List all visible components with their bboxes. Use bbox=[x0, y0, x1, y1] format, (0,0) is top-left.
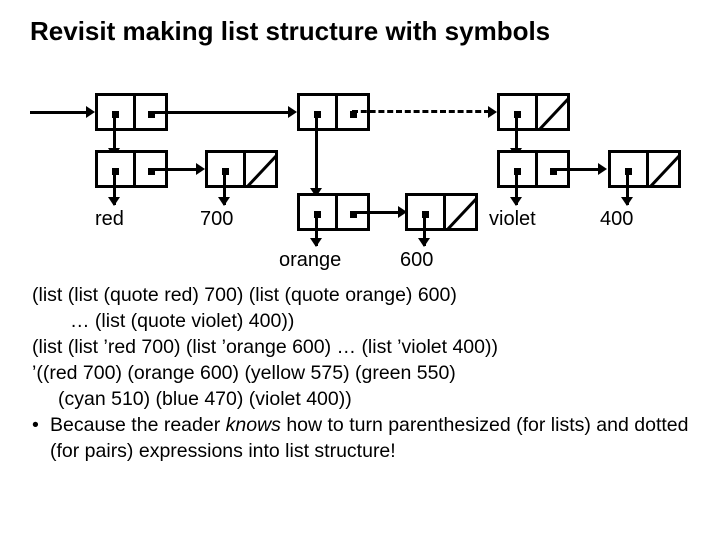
orange-label-arrowhead bbox=[310, 238, 322, 247]
n600-label-line bbox=[423, 212, 426, 246]
cdr-pointer-dot bbox=[350, 211, 357, 218]
cdr-pointer-dot bbox=[148, 168, 155, 175]
bullet-text: Because the reader knows how to turn par… bbox=[50, 412, 700, 464]
cons-cell-400-nil bbox=[608, 150, 681, 188]
cell-a-cdr-arrowhead bbox=[288, 106, 297, 118]
ellipsis-arrowhead bbox=[488, 106, 497, 118]
nil-slash-icon bbox=[446, 197, 478, 231]
box-and-pointer-diagram: red 700 orange 600 violet 400 bbox=[30, 93, 681, 271]
entry-arrow-line bbox=[30, 111, 88, 114]
n700-label-line bbox=[223, 169, 226, 205]
nil-slash-icon bbox=[246, 154, 278, 188]
cons-cell-orange-pair bbox=[297, 193, 370, 231]
cdr-pointer-dot bbox=[350, 111, 357, 118]
cell-c-car-line bbox=[515, 112, 518, 156]
cell-a-car-line bbox=[113, 112, 116, 156]
bullet-text-part1: Because the reader bbox=[50, 414, 226, 436]
ellipsis-dashed-connector bbox=[352, 110, 490, 113]
red-pair-cdr-arrowhead bbox=[196, 163, 205, 175]
bullet-text-part2: how to turn parenthesized (for lists) an… bbox=[50, 414, 689, 462]
cell-divider bbox=[535, 153, 538, 185]
red-label-arrowhead bbox=[108, 197, 120, 206]
violet-pair-cdr-arrowhead bbox=[598, 163, 607, 175]
cell-divider bbox=[443, 196, 446, 228]
orange-pair-cdr-line bbox=[352, 211, 400, 214]
cell-divider bbox=[335, 96, 338, 128]
diagram-label-red: red bbox=[95, 208, 124, 230]
diagram-label-violet: violet bbox=[489, 208, 536, 230]
n400-label-line bbox=[626, 169, 629, 205]
bullet-marker-icon: • bbox=[32, 414, 39, 436]
nil-slash-icon bbox=[649, 154, 681, 188]
cell-divider bbox=[133, 96, 136, 128]
diagram-label-400: 400 bbox=[600, 208, 634, 230]
cell-divider bbox=[535, 96, 538, 128]
orange-label-line bbox=[315, 212, 318, 246]
entry-arrow-head bbox=[86, 106, 95, 118]
cons-cell-red-pair bbox=[95, 150, 168, 188]
cons-cell-c bbox=[497, 93, 570, 131]
code-line-4: ’((red 700) (orange 600) (yellow 575) (g… bbox=[32, 362, 456, 384]
orange-pair-cdr-arrowhead bbox=[398, 206, 407, 218]
cons-cell-600-nil bbox=[405, 193, 478, 231]
diagram-label-orange: orange bbox=[279, 249, 342, 271]
body-text-block: (list (list (quote red) 700) (list (quot… bbox=[32, 282, 700, 464]
cdr-pointer-dot bbox=[550, 168, 557, 175]
code-line-5: (cyan 510) (blue 470) (violet 400)) bbox=[58, 388, 352, 410]
code-line-1: (list (list (quote red) 700) (list (quot… bbox=[32, 284, 457, 306]
cell-divider bbox=[646, 153, 649, 185]
cdr-pointer-dot bbox=[148, 111, 155, 118]
diagram-label-600: 600 bbox=[400, 249, 434, 271]
page-title: Revisit making list structure with symbo… bbox=[30, 16, 551, 46]
n400-label-arrowhead bbox=[621, 197, 633, 206]
diagram-label-700: 700 bbox=[200, 208, 234, 230]
cell-a-cdr-line bbox=[150, 111, 290, 114]
cell-b-car-arrowhead bbox=[310, 188, 322, 197]
cell-divider bbox=[133, 153, 136, 185]
n600-label-arrowhead bbox=[418, 238, 430, 247]
code-line-3: (list (list ’red 700) (list ’orange 600)… bbox=[32, 336, 498, 358]
cons-cell-700-nil bbox=[205, 150, 278, 188]
violet-label-arrowhead bbox=[510, 197, 522, 206]
red-pair-cdr-line bbox=[150, 168, 198, 171]
cell-divider bbox=[335, 196, 338, 228]
violet-label-line bbox=[515, 169, 518, 205]
cell-divider bbox=[243, 153, 246, 185]
n700-label-arrowhead bbox=[218, 197, 230, 206]
bullet-text-emphasis: knows bbox=[225, 414, 281, 436]
violet-pair-cdr-line bbox=[552, 168, 600, 171]
bullet-item: • Because the reader knows how to turn p… bbox=[32, 412, 700, 464]
code-line-2: … (list (quote violet) 400)) bbox=[70, 310, 295, 332]
red-label-line bbox=[113, 169, 116, 205]
cell-b-car-line bbox=[315, 112, 318, 196]
nil-slash-icon bbox=[538, 97, 570, 131]
